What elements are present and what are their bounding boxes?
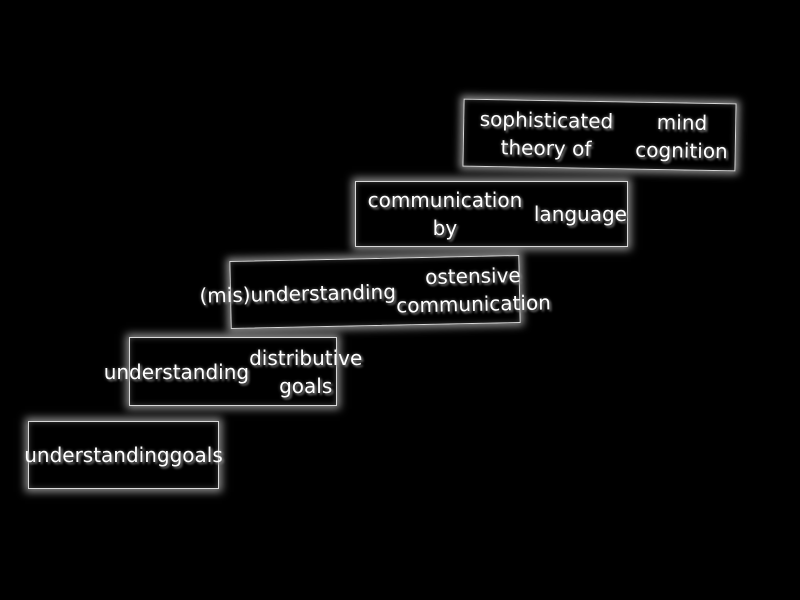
step-5-line-1: sophisticated theory of: [479, 106, 614, 161]
step-3-line-1: (mis)understanding: [199, 279, 397, 308]
step-sophisticated-theory-of-mind: sophisticated theory of mind cognition: [462, 98, 737, 172]
step-1-line-1: understanding: [24, 443, 170, 467]
step-1-line-2: goals: [169, 443, 223, 467]
step-5-line-2: mind cognition: [635, 109, 728, 164]
step-4-line-2: language: [533, 202, 627, 226]
step-communication-by-language: communication by language: [355, 181, 628, 247]
step-2-line-2: distributive goals: [249, 345, 363, 398]
step-2-line-1: understanding: [103, 359, 250, 384]
step-understanding-distributive-goals: understanding distributive goals: [104, 337, 362, 406]
step-misunderstanding-ostensive-communication: (mis)understanding ostensive communicati…: [199, 254, 551, 330]
step-4-line-1: communication by: [367, 188, 523, 240]
step-understanding-goals: understanding goals: [24, 421, 223, 489]
step-3-line-2: ostensive communication: [395, 262, 552, 318]
